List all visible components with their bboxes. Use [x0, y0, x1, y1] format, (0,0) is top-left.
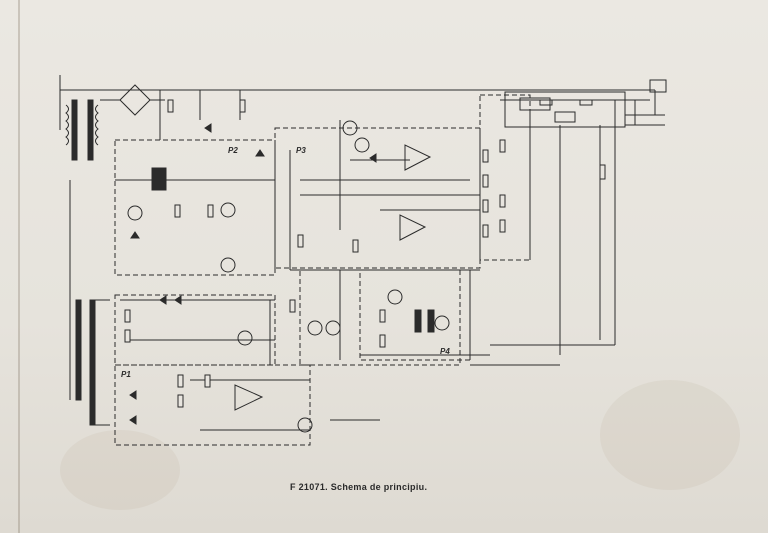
panel-label: P1 — [121, 370, 131, 379]
op-amp — [404, 144, 432, 171]
transistor — [387, 289, 403, 305]
transistor — [220, 257, 236, 273]
panel-label: P4 — [440, 347, 450, 356]
schematic-caption: F 21071. Schema de principiu. — [290, 482, 428, 492]
panel-label: P2 — [228, 146, 238, 155]
connector-block — [504, 91, 626, 128]
transistor — [354, 137, 370, 153]
op-amp — [399, 214, 427, 241]
mains-transformer — [65, 99, 99, 161]
paper-stain — [600, 380, 740, 490]
transistor — [342, 120, 358, 136]
transistor — [325, 320, 341, 336]
bridge-rectifier — [100, 84, 165, 116]
output-transformer — [69, 180, 110, 426]
transistor — [237, 330, 253, 346]
relay-coil — [427, 309, 435, 333]
panel-label: P3 — [296, 146, 306, 155]
transistor — [307, 320, 323, 336]
paper-stain — [60, 430, 180, 510]
transistor — [434, 315, 450, 331]
transistor — [220, 202, 236, 218]
transistor — [127, 205, 143, 221]
transistor — [297, 417, 313, 433]
op-amp — [234, 384, 264, 411]
relay-coil — [151, 167, 167, 191]
paper-fold — [18, 0, 20, 533]
relay-coil — [414, 309, 422, 333]
